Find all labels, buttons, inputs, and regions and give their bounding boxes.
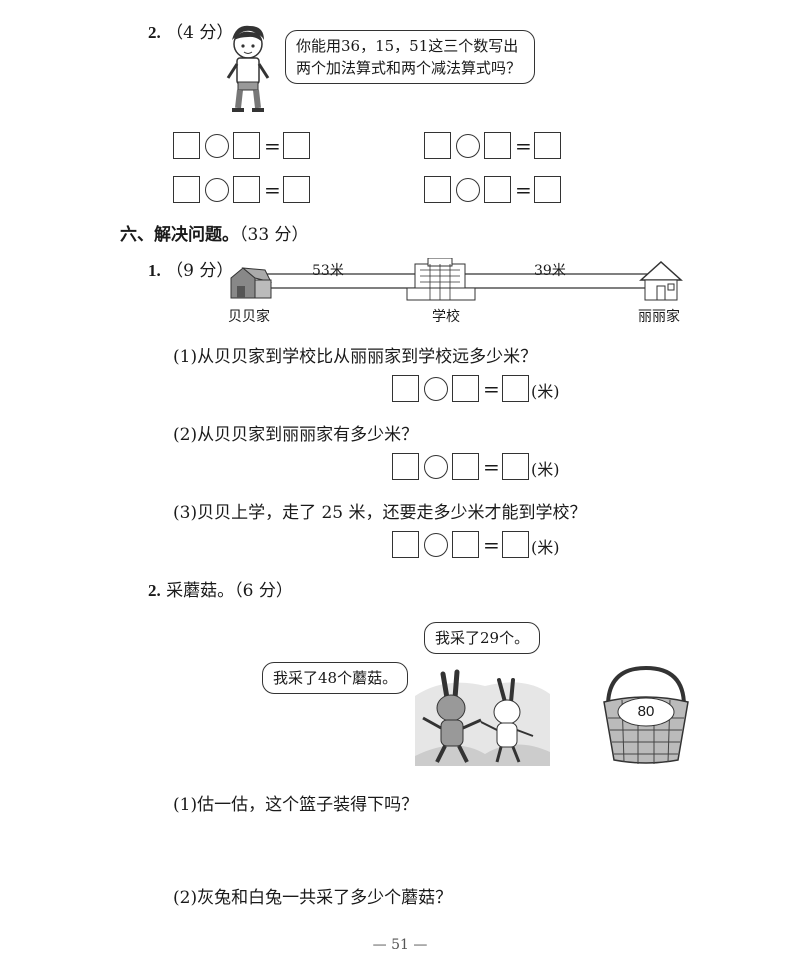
section-score: （33 分） [239,225,309,245]
question-2-header: 2. （4 分） [148,18,233,43]
rabbits-illustration [415,669,550,766]
equals-sign: = [483,455,500,479]
place-label-school: 学校 [432,309,460,325]
answer-box[interactable] [233,132,260,159]
equals-sign: = [264,178,281,202]
problem-number: 1. [148,261,161,280]
answer-box[interactable] [452,453,479,480]
distance-label-right: 39米 [534,263,566,279]
equals-sign: = [483,377,500,401]
answer-box[interactable] [502,375,529,402]
subquestion-1: (1)估一估，这个篮子装得下吗？ [173,795,419,815]
answer-box[interactable] [502,531,529,558]
place-label-beibei: 贝贝家 [228,309,270,325]
operator-circle[interactable] [456,134,480,158]
speech-bubble-left: 我采了48个蘑菇。 [262,662,409,694]
subquestion-2: (2)从贝贝家到丽丽家有多少米？ [173,425,419,445]
distance-label-left: 53米 [312,263,344,279]
problem-score: （6 分） [234,581,293,601]
problem-title: 采蘑菇。 [166,581,235,601]
answer-box[interactable] [534,176,561,203]
answer-box[interactable] [233,176,260,203]
equals-sign: = [264,134,281,158]
speech-bubble-right: 我采了29个。 [424,622,541,654]
basket-capacity: 80 [637,703,655,720]
answer-box[interactable] [484,176,511,203]
route-diagram [230,258,683,301]
answer-box[interactable] [424,132,451,159]
problem-number: 2. [148,581,161,600]
section-heading: 六、解决问题。 [120,225,239,245]
answer-box[interactable] [392,531,419,558]
subquestion-3: (3)贝贝上学，走了 25 米，还要走多少米才能到学校？ [173,503,587,523]
answer-box[interactable] [534,132,561,159]
equals-sign: = [515,178,532,202]
operator-circle[interactable] [424,377,448,401]
answer-box[interactable] [484,132,511,159]
place-label-lili: 丽丽家 [638,309,680,325]
question-number: 2. [148,23,161,42]
operator-circle[interactable] [205,178,229,202]
operator-circle[interactable] [424,533,448,557]
basket-illustration [603,666,689,764]
subquestion-2: (2)灰兔和白兔一共采了多少个蘑菇？ [173,888,453,908]
answer-box[interactable] [452,531,479,558]
problem-2-header: 2. 采蘑菇。（6 分） [148,576,293,601]
question-score: （4 分） [166,23,234,43]
answer-box[interactable] [283,132,310,159]
equals-sign: = [515,134,532,158]
operator-circle[interactable] [205,134,229,158]
subquestion-1: (1)从贝贝家到学校比从丽丽家到学校远多少米？ [173,347,538,367]
operator-circle[interactable] [456,178,480,202]
answer-box[interactable] [392,375,419,402]
answer-box[interactable] [173,132,200,159]
speech-bubble: 你能用36，15，51这三个数写出两个加法算式和两个减法算式吗？ [285,30,535,84]
answer-box[interactable] [452,375,479,402]
answer-box[interactable] [392,453,419,480]
problem-1-header: 1. （9 分） [148,256,233,281]
page-number: — 51 — [372,937,428,953]
answer-box[interactable] [283,176,310,203]
boy-illustration [226,25,270,112]
unit-label: (米) [531,382,560,401]
unit-label: (米) [531,460,560,479]
problem-score: （9 分） [166,261,234,281]
answer-box[interactable] [502,453,529,480]
section-title: 六、解决问题。（33 分） [120,220,309,245]
unit-label: (米) [531,538,560,557]
equals-sign: = [483,533,500,557]
answer-box[interactable] [173,176,200,203]
operator-circle[interactable] [424,455,448,479]
answer-box[interactable] [424,176,451,203]
